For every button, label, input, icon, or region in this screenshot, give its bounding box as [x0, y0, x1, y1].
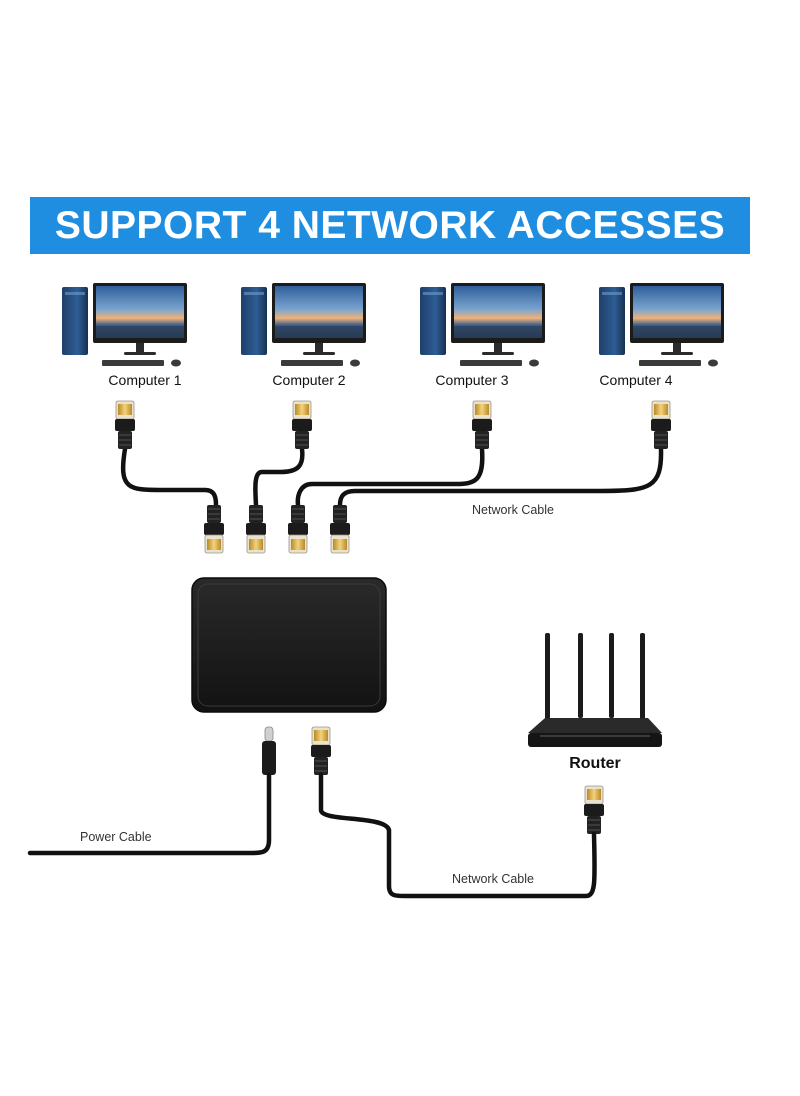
rj45-connector-icon: [287, 504, 309, 554]
rj45-connector-icon: [310, 726, 332, 776]
network-cable-top-label: Network Cable: [472, 503, 554, 517]
network-cables-top: [120, 446, 664, 508]
power-cable-label: Power Cable: [80, 830, 152, 844]
computer-1-label: Computer 1: [108, 372, 182, 388]
power-cable-line: [27, 772, 272, 856]
rj45-connector-icon: [245, 504, 267, 554]
rj45-connector-icon: [471, 400, 493, 450]
router-label: Router: [569, 755, 621, 772]
rj45-connector-icon: [329, 504, 351, 554]
network-cable-bottom-line: [318, 772, 597, 899]
rj45-connector-icon: [291, 400, 313, 450]
rj45-connector-icon: [650, 400, 672, 450]
rj45-connector-icon: [203, 504, 225, 554]
rj45-connector-icon: [114, 400, 136, 450]
computer-2-icon: [241, 283, 366, 367]
network-switch-icon: [191, 577, 387, 713]
computer-2-label: Computer 2: [272, 372, 346, 388]
network-cable-bottom-label: Network Cable: [452, 872, 534, 886]
computer-4-label: Computer 4: [599, 372, 673, 388]
wifi-router-icon: [528, 633, 662, 747]
computer-3-label: Computer 3: [435, 372, 509, 388]
computer-3-icon: [420, 283, 545, 367]
computer-1-icon: [62, 283, 187, 367]
title-banner: SUPPORT 4 NETWORK ACCESSES: [30, 197, 750, 254]
banner-title: SUPPORT 4 NETWORK ACCESSES: [54, 203, 726, 247]
computer-4-icon: [599, 283, 724, 367]
usb-c-plug-icon: [262, 726, 276, 775]
rj45-connector-icon: [583, 785, 605, 835]
